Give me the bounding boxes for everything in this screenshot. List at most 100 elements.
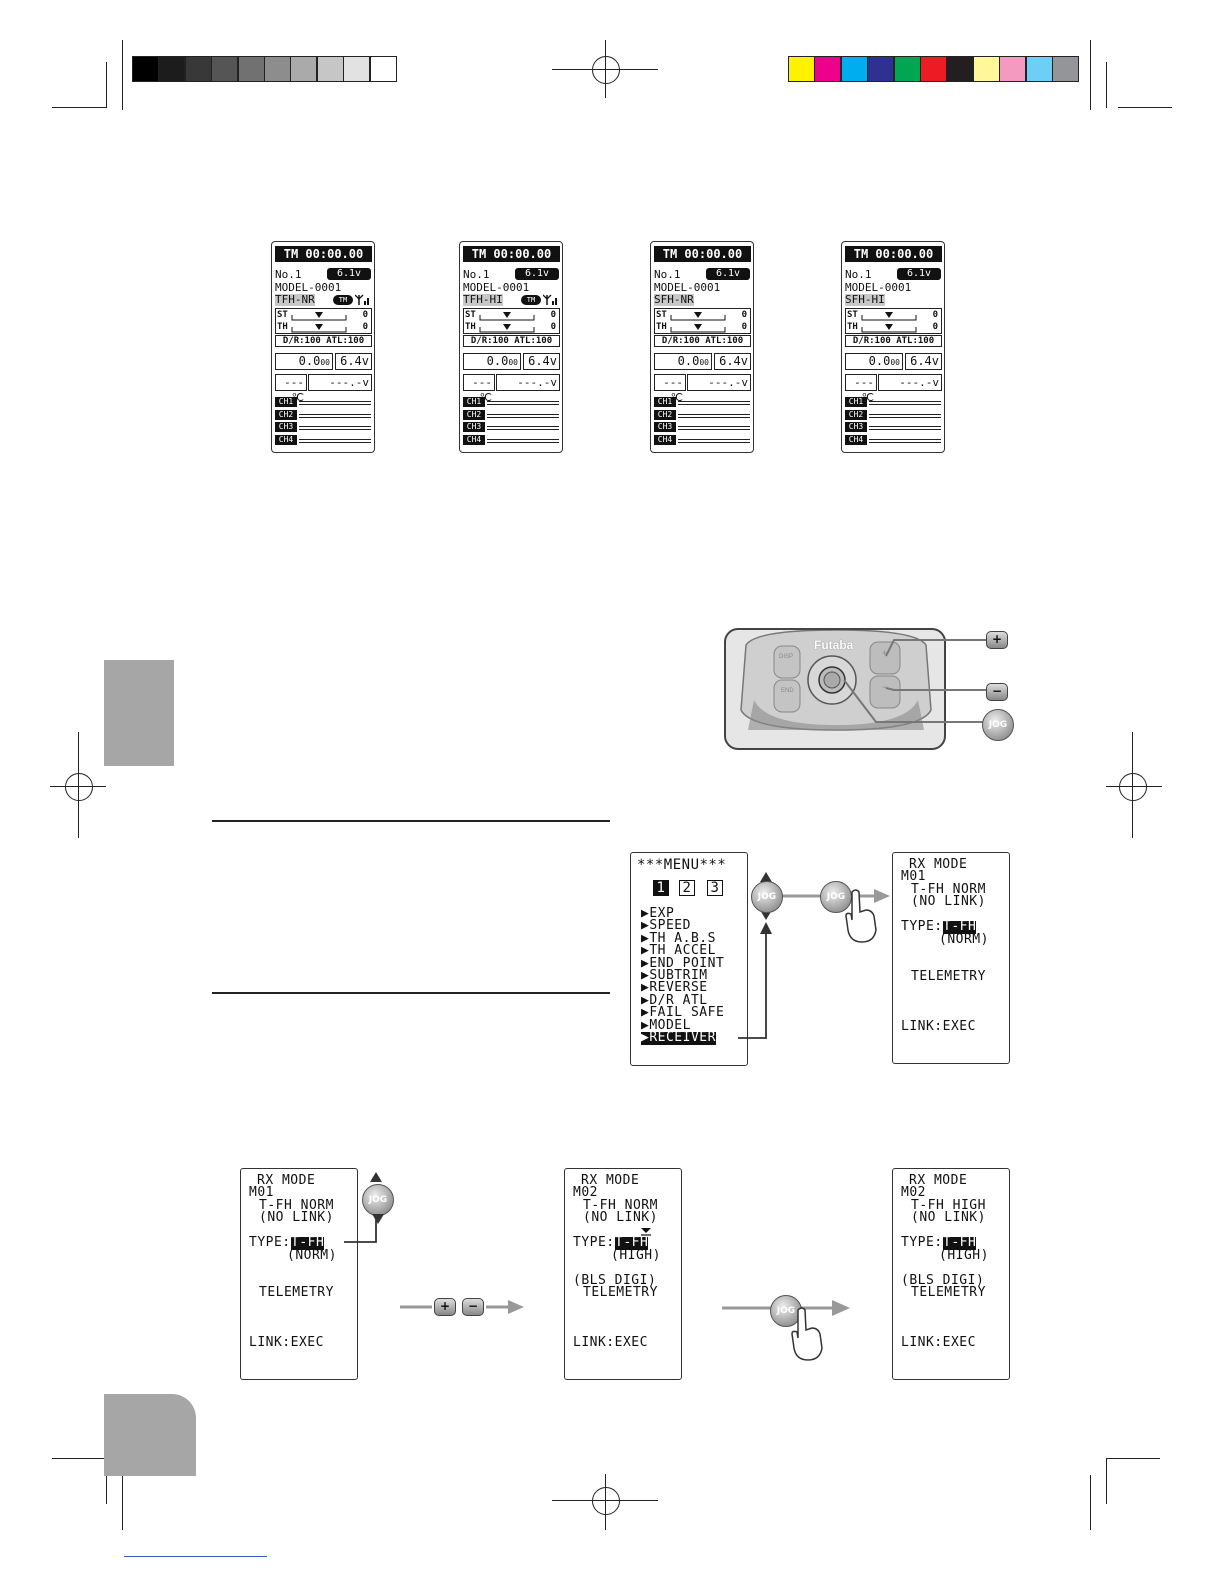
rx-model-number: M02 (573, 1185, 598, 1200)
st-value: 0 (741, 310, 747, 320)
plus-key-icon-bottom[interactable]: + (434, 1298, 456, 1316)
th-label: TH (465, 322, 476, 332)
st-label: ST (465, 310, 476, 320)
rx-type-value[interactable]: T-FH (291, 1235, 325, 1250)
rx-link-exec[interactable]: LINK:EXEC (573, 1335, 648, 1350)
channel-label: CH1 (275, 397, 297, 407)
trim-bars (861, 312, 917, 333)
menu-item[interactable]: ▶SUBTRIM (641, 968, 708, 983)
temperature: ---℃ (654, 374, 686, 404)
dual-rate-atl: D/R:100 ATL:100 (463, 335, 560, 347)
dual-rate-atl: D/R:100 ATL:100 (654, 335, 751, 347)
telemetry-badge: TM (521, 295, 541, 305)
th-label: TH (277, 322, 288, 332)
rx-link-status: (NO LINK) (259, 1210, 334, 1225)
plus-key-icon[interactable]: + (986, 631, 1008, 649)
rx-type-value[interactable]: T-FH (615, 1235, 649, 1250)
menu-item[interactable]: ▶RECEIVER (641, 1031, 716, 1045)
menu-item[interactable]: ▶D/R ATL (641, 994, 708, 1008)
menu-item[interactable]: ▶EXP (641, 907, 674, 921)
rx-type-label: TYPE: (249, 1235, 291, 1250)
hand-pointer-icon (845, 889, 877, 943)
battery-voltage: 6.1v (515, 268, 559, 280)
rx-title: RX MODE (257, 1173, 316, 1188)
minus-key-icon-bottom[interactable]: − (462, 1298, 484, 1316)
timer-display: TM 00:00.00 (845, 246, 942, 262)
page-number-tab (104, 1394, 196, 1476)
model-number: No.1 (654, 268, 681, 281)
jog-key-icon[interactable]: JOG (982, 709, 1014, 741)
trim-bars (479, 312, 535, 333)
menu-bullet-icon: ▶ (641, 930, 650, 946)
temperature: ---℃ (845, 374, 877, 404)
timer-readout: 0.000 (463, 353, 521, 370)
rx-current-mode: T-FH NORM (911, 882, 986, 897)
channel-bar: CH2 (275, 409, 372, 420)
menu-item-label: TH ACCEL (649, 943, 716, 959)
plus-minus-flow-arrow (400, 1300, 524, 1314)
antenna-signal-icon (355, 294, 369, 305)
channel-label: CH3 (463, 422, 485, 432)
channel-label: CH1 (845, 397, 867, 407)
timer-unit: 00 (890, 358, 900, 367)
jog-scroll-icon[interactable]: JOG (751, 881, 783, 913)
menu-item[interactable]: ▶END POINT (641, 955, 725, 971)
menu-item-label: SUBTRIM (649, 968, 708, 983)
menu-item[interactable]: ▶FAIL SAFE (641, 1005, 725, 1021)
rx-type-value[interactable]: T-FH (943, 919, 977, 934)
color-swatch (1025, 56, 1053, 82)
model-number: No.1 (463, 268, 490, 281)
jog-press-icon[interactable]: JOG (820, 881, 852, 913)
th-value: 0 (932, 322, 938, 332)
menu-item[interactable]: ▶TH ACCEL (641, 943, 716, 959)
menu-bullet-icon: ▶ (641, 955, 650, 971)
channel-level (299, 426, 371, 430)
color-swatch (999, 56, 1027, 82)
menu-page-1[interactable]: 1 (653, 880, 669, 896)
rx-telemetry: TELEMETRY (911, 1285, 986, 1300)
menu-page-2[interactable]: 2 (679, 880, 695, 896)
timer-readout: 0.000 (845, 353, 903, 370)
menu-item-label: FAIL SAFE (649, 1005, 725, 1021)
end-button-label: END (781, 688, 794, 694)
jog-press-icon-bottom[interactable]: JOG (770, 1295, 802, 1327)
menu-screen: ***MENU*** 1 2 3 ▶EXP▶SPEED▶TH A.B.S▶TH … (630, 852, 748, 1066)
rx-type-value[interactable]: T-FH (943, 1235, 977, 1250)
channel-label: CH4 (654, 434, 676, 445)
rx-model-number: M02 (901, 1185, 926, 1200)
menu-item[interactable]: ▶REVERSE (641, 981, 708, 995)
channel-bar: CH2 (463, 409, 560, 420)
grayscale-swatch (184, 56, 212, 82)
channel-label: CH3 (845, 422, 867, 432)
grayscale-swatch (290, 56, 318, 82)
rx-link-status: (NO LINK) (911, 894, 986, 909)
color-swatch (840, 56, 868, 82)
channel-bar: CH3 (654, 422, 751, 432)
menu-page-3[interactable]: 3 (707, 880, 723, 896)
menu-item-label: END POINT (649, 955, 725, 971)
channel-bar: CH1 (845, 397, 942, 407)
minus-key-icon[interactable]: − (986, 683, 1008, 701)
rx-link-exec[interactable]: LINK:EXEC (249, 1335, 324, 1350)
channel-level (678, 438, 750, 443)
model-name: MODEL-0001 (845, 281, 912, 294)
channel-bar: CH3 (845, 422, 942, 432)
rx-link-exec[interactable]: LINK:EXEC (901, 1335, 976, 1350)
temperature: ---℃ (275, 374, 307, 404)
menu-item[interactable]: ▶TH A.B.S (641, 930, 716, 946)
channel-level (869, 438, 941, 443)
rx-link-exec[interactable]: LINK:EXEC (901, 1019, 976, 1034)
menu-item[interactable]: ▶SPEED (641, 919, 691, 933)
channel-level (487, 438, 559, 443)
menu-item[interactable]: ▶MODEL (641, 1019, 691, 1033)
grayscale-swatch (158, 56, 186, 82)
th-label: TH (656, 322, 667, 332)
dual-rate-atl: D/R:100 ATL:100 (275, 335, 372, 347)
channel-level (869, 413, 941, 418)
rx-current-mode: T-FH NORM (583, 1198, 658, 1213)
receiver-voltage: 6.4v (714, 353, 751, 370)
rx-current-mode: T-FH HIGH (911, 1198, 986, 1213)
